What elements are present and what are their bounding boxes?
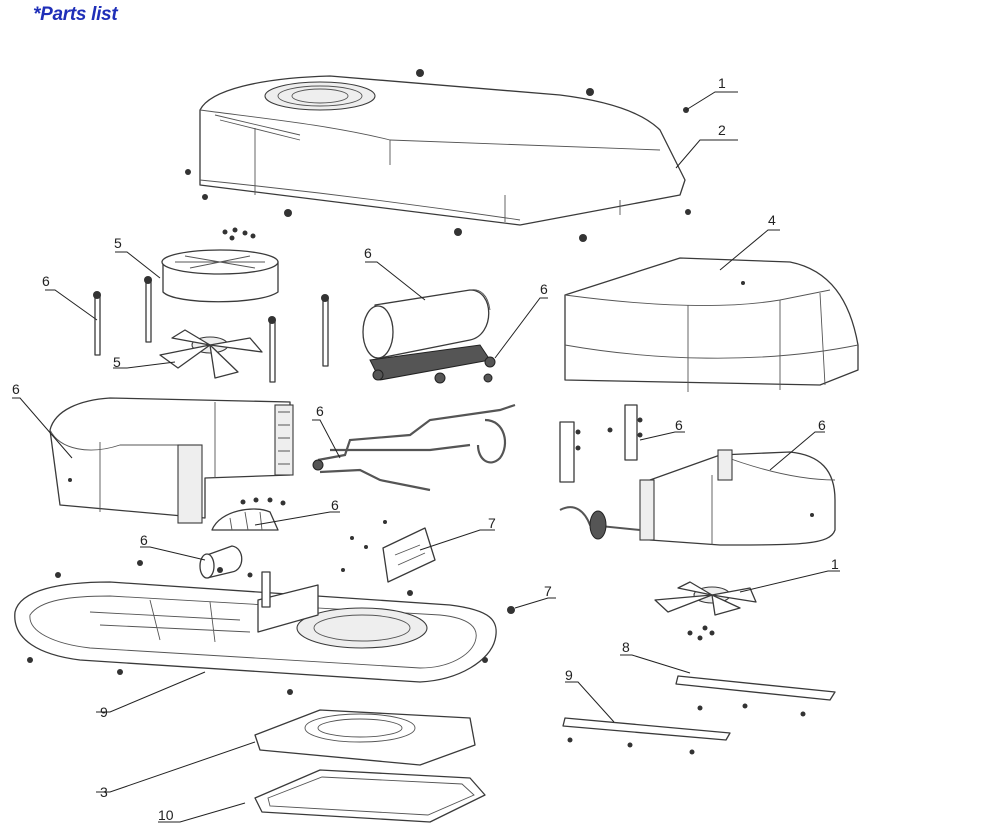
callout-6-mounts: 6 <box>540 281 548 297</box>
callout-2: 2 <box>718 122 726 138</box>
interior-cover <box>564 257 859 392</box>
callout-6-condenser: 6 <box>12 381 20 397</box>
base-screw <box>507 606 515 614</box>
callout-1-base: 7 <box>544 583 552 599</box>
callout-6-compressor: 6 <box>364 245 372 261</box>
callout-9-lower: 9 <box>565 667 573 683</box>
page-title: *Parts list <box>33 4 118 25</box>
callout-6-drain: 6 <box>331 497 339 513</box>
callout-10: 10 <box>158 807 174 823</box>
callout-1: 1 <box>718 75 726 91</box>
callout-5-fan: 5 <box>113 354 121 370</box>
base-pan <box>14 560 497 695</box>
callout-7-board: 7 <box>488 515 496 531</box>
callout-8: 1 <box>831 556 839 572</box>
evaporator-fan <box>654 581 757 641</box>
ceiling-plate <box>254 709 476 766</box>
callout-6-tubing: 6 <box>316 403 324 419</box>
fan-shroud <box>161 227 279 303</box>
mounting-rail-lower <box>562 717 731 755</box>
condenser-fan-blade <box>159 329 263 379</box>
callout-6-evaporator: 6 <box>818 417 826 433</box>
callout-3-plate: 3 <box>100 784 108 800</box>
mounting-brackets <box>559 404 643 483</box>
cover-screws <box>185 69 691 242</box>
evaporator-coil <box>559 449 836 546</box>
control-board <box>341 520 436 583</box>
callout-3-base: 9 <box>100 704 108 720</box>
condenser-coil <box>49 397 294 524</box>
callout-5-shroud: 5 <box>114 235 122 251</box>
callout-leaders <box>12 91 840 823</box>
gasket <box>254 769 486 823</box>
drain-bracket <box>211 497 286 531</box>
compressor <box>362 289 496 384</box>
mounting-rail-upper <box>675 675 836 717</box>
callout-4: 4 <box>768 212 776 228</box>
copper-tubing <box>312 403 516 492</box>
long-bolts <box>93 276 329 383</box>
callout-7-capacitor: 6 <box>140 532 148 548</box>
run-capacitor <box>199 545 253 579</box>
callout-6-brackets: 6 <box>675 417 683 433</box>
callout-9-upper: 8 <box>622 639 630 655</box>
top-cover-shroud <box>199 75 686 226</box>
callout-labels: 1 2 4 5 5 6 6 6 6 6 6 6 6 6 7 7 1 8 9 9 … <box>12 75 839 823</box>
callout-6-bolts: 6 <box>42 273 50 289</box>
